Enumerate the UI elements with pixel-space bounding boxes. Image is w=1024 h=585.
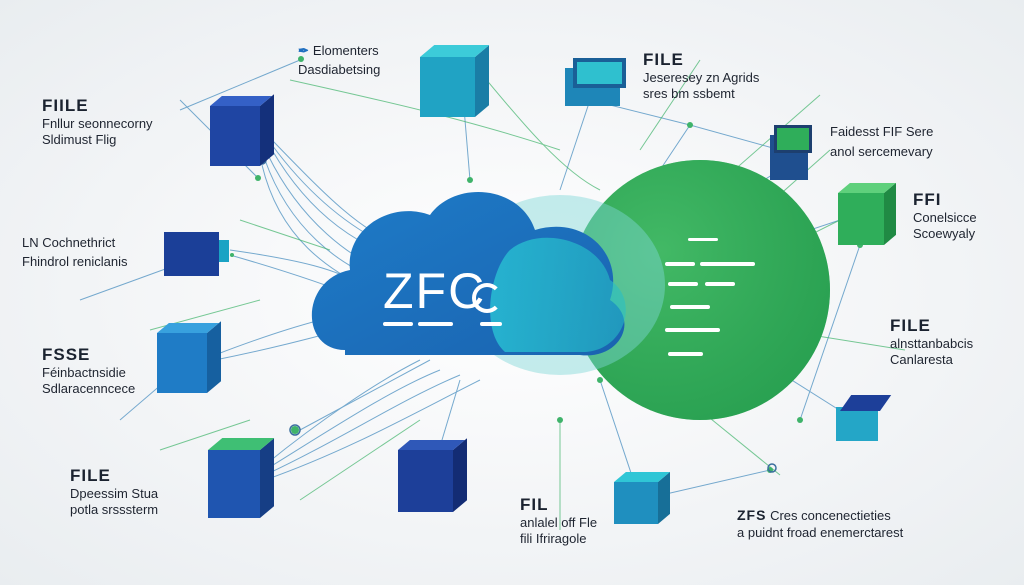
label-heading: FILE	[890, 316, 931, 335]
label-line: Cres concenectieties	[770, 508, 891, 523]
cube-teal-bottom	[614, 471, 674, 528]
cube-navy-bottom	[398, 438, 473, 515]
label-heading: ZFS	[737, 507, 767, 523]
label-line: anlalel off Fle	[520, 515, 598, 530]
label-left-upper: FIILE Fnllur seonnecorny Sldimust Flig	[42, 96, 153, 148]
label-left-lower: FSSE Féinbactnsidie Sdlaracenncece	[42, 345, 135, 397]
text-line	[700, 262, 755, 266]
label-line: Conelsicce	[913, 210, 977, 225]
cube-green-right	[838, 182, 900, 248]
label-bottom-right: ZFS Cres concenectieties a puidnt froad …	[737, 505, 903, 541]
label-line: Dasdiabetsing	[298, 62, 381, 77]
label-heading: FFI	[913, 190, 942, 209]
label-heading: FIILE	[42, 96, 89, 115]
cube-navy-right-lower	[836, 395, 894, 445]
label-heading: FIL	[520, 495, 549, 514]
label-heading: FILE	[643, 50, 684, 69]
title-logo-icon	[472, 283, 502, 313]
cube-teal-open	[565, 58, 635, 108]
label-line: a puidnt froad enemerctarest	[737, 525, 904, 540]
label-line: fili Ifriragole	[520, 531, 587, 546]
label-line: potla srsssterm	[70, 502, 159, 517]
cube-green-blue-bottom-left	[208, 438, 280, 523]
cloud-caption-bar	[383, 322, 413, 326]
cloud-caption-bar	[418, 322, 453, 326]
label-line: alnsttanbabcis	[890, 336, 974, 351]
label-line: anol sercemevary	[830, 144, 933, 159]
label-line: Faidesst FIF Sere	[830, 124, 934, 139]
label-top-left: ✒Elomenters Dasdiabetsing	[298, 43, 380, 78]
text-line	[670, 305, 710, 309]
cloud-shape	[311, 192, 626, 356]
label-line: Fhindrol reniclanis	[22, 254, 128, 269]
text-line	[668, 282, 698, 286]
label-top-center: FILE Jeseresey zn Agrids sres bm ssbemt	[643, 50, 759, 102]
label-line: Canlaresta	[890, 352, 953, 367]
label-right-upper: Faidesst FIF Sere anol sercemevary	[830, 124, 933, 160]
cube-navy-mid	[164, 226, 234, 281]
label-line: LN Cochnethrict	[22, 235, 116, 250]
label-line: sres bm ssbemt	[643, 86, 735, 101]
label-line: Sdlaracenncece	[42, 381, 136, 396]
label-line: Fnllur seonnecorny	[42, 116, 153, 131]
label-line: Jeseresey zn Agrids	[643, 70, 760, 85]
label-line: Dpeessim Stua	[70, 486, 159, 501]
label-line: Sldimust Flig	[42, 132, 117, 147]
text-line	[665, 262, 695, 266]
label-bottom-left: FILE Dpeessim Stua potla srsssterm	[70, 466, 158, 518]
text-line	[668, 352, 703, 356]
label-right-lower: FILE alnsttanbabcis Canlaresta	[890, 316, 973, 368]
cube-green-box	[770, 125, 815, 185]
label-right-mid: FFI Conelsicce Scoewyaly	[913, 190, 977, 242]
text-line	[688, 238, 718, 241]
label-line: Scoewyaly	[913, 226, 976, 241]
cloud-caption-bar	[480, 322, 502, 326]
label-line: Féinbactnsidie	[42, 365, 126, 380]
cube-navy-left	[210, 94, 280, 171]
label-bottom-center: FIL anlalel off Fle fili Ifriragole	[520, 495, 597, 547]
label-heading: FSSE	[42, 345, 91, 364]
center-title: ZFC	[383, 263, 487, 319]
label-heading: FILE	[70, 466, 111, 485]
text-line	[705, 282, 735, 286]
label-left-mid: LN Cochnethrict Fhindrol reniclanis	[22, 235, 128, 270]
text-line	[665, 328, 720, 332]
pen-icon: ✒	[298, 43, 309, 58]
cube-blue-left-lower	[157, 321, 229, 398]
label-line: Elomenters	[312, 43, 379, 58]
cube-teal-top	[420, 45, 490, 125]
